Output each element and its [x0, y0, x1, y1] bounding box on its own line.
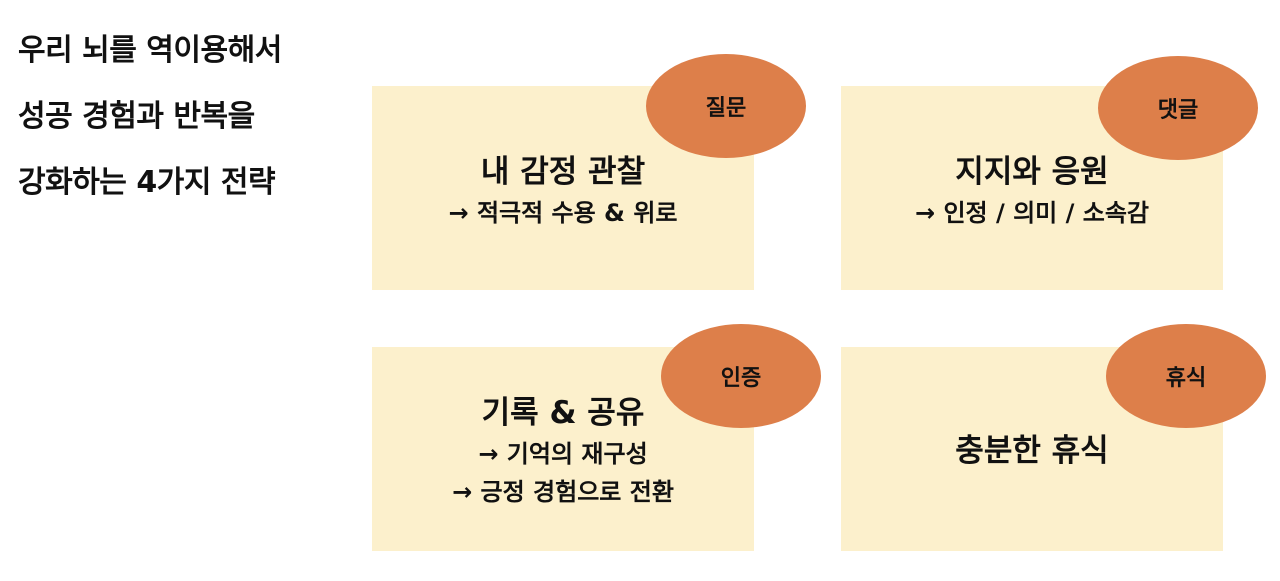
headline-line-1: 우리 뇌를 역이용해서	[18, 33, 282, 68]
card-content: 내 감정 관찰 → 적극적 수용 & 위로	[372, 86, 754, 290]
headline: 우리 뇌를 역이용해서 성공 경험과 반복을 강화하는 4가지 전략	[18, 18, 358, 216]
badge-question: 질문	[646, 54, 806, 158]
headline-line-3: 강화하는 4가지 전략	[18, 165, 276, 200]
card-title: 지지와 응원	[955, 154, 1109, 190]
card-line: → 긍정 경험으로 전환	[452, 478, 674, 506]
card-line: → 기억의 재구성	[478, 440, 648, 468]
card-line: → 적극적 수용 & 위로	[448, 199, 678, 227]
card-title: 충분한 휴식	[955, 433, 1109, 469]
card-content: 지지와 응원 → 인정 / 의미 / 소속감	[841, 86, 1223, 290]
card-line: → 인정 / 의미 / 소속감	[915, 199, 1149, 227]
card-title: 기록 & 공유	[481, 395, 645, 431]
card-content: 충분한 휴식	[841, 347, 1223, 551]
badge-verification: 인증	[661, 324, 821, 428]
headline-line-2: 성공 경험과 반복을	[18, 99, 255, 134]
badge-rest: 휴식	[1106, 324, 1266, 428]
card-content: 기록 & 공유 → 기억의 재구성 → 긍정 경험으로 전환	[372, 347, 754, 551]
card-title: 내 감정 관찰	[480, 154, 646, 190]
badge-comment: 댓글	[1098, 56, 1258, 160]
